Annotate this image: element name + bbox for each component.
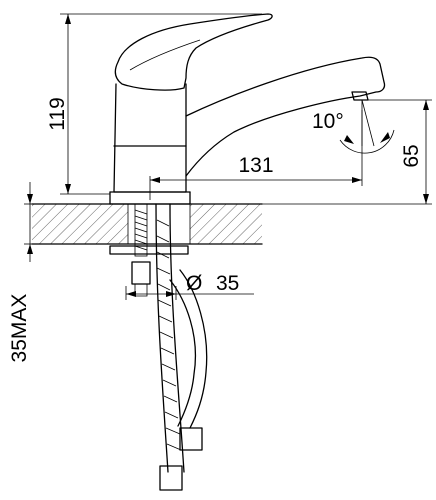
mounting-hardware <box>109 203 208 491</box>
countertop <box>31 203 263 245</box>
dimension-spout-height: 65 <box>262 99 432 205</box>
arrow-height-top <box>65 14 71 24</box>
hose-fitting-right <box>179 427 203 451</box>
angle-arc <box>339 129 395 154</box>
hose-fitting-left <box>159 465 183 491</box>
dimension-spout-height-label: 65 <box>400 144 423 167</box>
dimension-angle: 10° <box>312 99 395 154</box>
hose-left-inner <box>169 203 185 473</box>
countertop-hatch-right <box>190 204 262 244</box>
spout <box>185 56 386 177</box>
arrow-65-top <box>423 100 429 110</box>
arrow-angle-right <box>380 132 390 143</box>
arrow-65-bottom <box>423 194 429 204</box>
countertop-hatch-left <box>32 204 128 244</box>
arrow-reach-right <box>352 177 362 183</box>
arrow-diameter-left <box>126 291 136 297</box>
hose-braid <box>156 219 182 451</box>
arrow-35max-top <box>27 194 33 204</box>
dimension-height: 119 <box>46 13 262 195</box>
dimension-diameter: Ø 35 <box>125 272 254 300</box>
dimension-max-thickness-label: 35MAX <box>8 294 31 363</box>
nut-stem <box>134 284 148 297</box>
hose-left-outer <box>155 203 169 473</box>
dimension-height-label: 119 <box>46 97 69 130</box>
stud-thread <box>134 209 148 251</box>
hose-right-inner <box>169 279 197 427</box>
arrow-diameter-right <box>166 291 176 297</box>
arrow-35max-bottom <box>27 244 33 254</box>
hose-right-outer <box>179 269 208 429</box>
arrow-angle-left <box>344 135 354 144</box>
diameter-symbol: Ø <box>186 272 202 295</box>
angle-ref-tilted <box>361 99 375 147</box>
dimension-angle-label: 10° <box>312 110 344 133</box>
lever-highlight <box>129 39 201 71</box>
lever-handle <box>114 13 273 91</box>
dimension-reach-label: 131 <box>238 154 273 177</box>
threaded-stud <box>134 203 148 257</box>
dimension-max-thickness: 35MAX <box>8 182 33 362</box>
mounting-washer <box>109 245 189 255</box>
faucet-body <box>113 83 187 193</box>
arrow-height-bottom <box>65 184 71 194</box>
dimension-diameter-label: 35 <box>216 272 239 295</box>
arrow-reach-left <box>150 177 160 183</box>
mounting-nut <box>131 261 151 285</box>
